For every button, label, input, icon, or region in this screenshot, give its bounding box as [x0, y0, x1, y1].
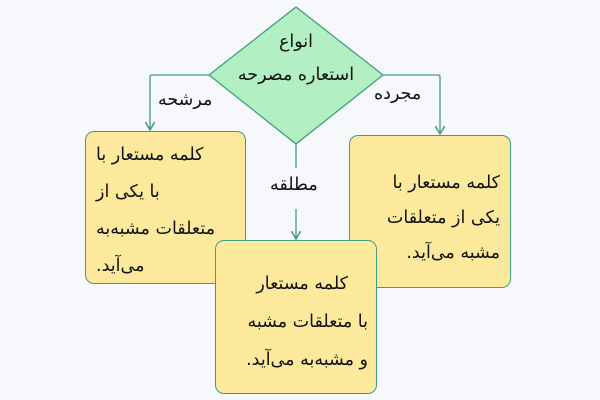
box-motlaghe: کلمه مستعار با متعلقات مشبه و مشبه‌به می… [215, 240, 377, 394]
box-line: کلمه مستعار [256, 274, 348, 294]
box-line: کلمه مستعار با [392, 173, 500, 193]
connector-left [150, 74, 209, 130]
connector-right [383, 74, 440, 134]
label-morashahe: مرشحه [158, 90, 213, 110]
box-line: یکی از متعلقات [386, 208, 500, 228]
label-motlaghe: مطلقه [270, 175, 318, 195]
box-line: متعلقات مشبه‌به [96, 219, 216, 239]
root-title-line1: انواع [278, 32, 314, 52]
box-line: با یکی از [96, 182, 160, 202]
box-line: و مشبه‌به می‌آید. [246, 350, 368, 370]
box-line: می‌آید. [96, 256, 145, 276]
root-title-line2: استعاره مصرحه [237, 65, 355, 85]
box-line: با متعلقات مشبه [247, 312, 368, 332]
label-mojarrade: مجرده [374, 84, 422, 104]
box-line: مشبه می‌آید. [406, 243, 500, 263]
box-mojarrade: کلمه مستعار با یکی از متعلقات مشبه می‌آی… [349, 135, 511, 288]
root-diamond [207, 6, 385, 145]
box-line: کلمه مستعار با [96, 145, 204, 165]
